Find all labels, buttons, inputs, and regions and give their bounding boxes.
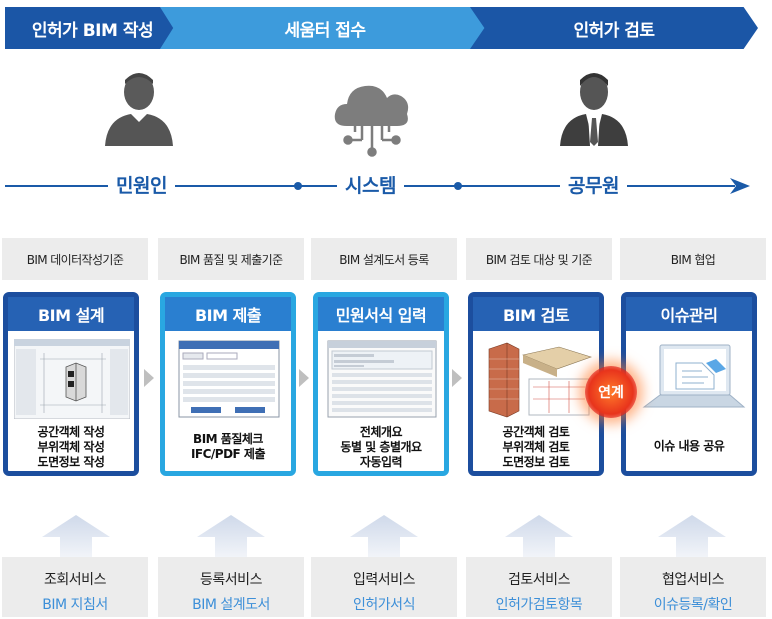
phase-bim-authoring: 인허가 BIM 작성: [5, 7, 180, 49]
service-title: 입력서비스: [353, 572, 415, 588]
process-card-issue-management: 이슈관리 이슈 내용 공유: [621, 292, 757, 476]
up-arrow-icon: [197, 515, 265, 560]
criteria-box: BIM 데이터작성기준: [2, 238, 148, 280]
process-card-bim-submission: BIM 제출 BIM 품질체크 IFC/PDF 제출: [160, 292, 296, 476]
service-title: 조회서비스: [44, 572, 106, 588]
card-title: 민원서식 입력: [318, 297, 444, 331]
actor-civil-petitioner: 민원인: [108, 171, 175, 198]
service-box: 검토서비스 인허가검토항목: [466, 557, 612, 617]
process-card-bim-review: BIM 검토 공간객체 검토 부위객체 검토 도면정보 검토: [468, 292, 604, 476]
phase-label: 인허가 BIM 작성: [31, 20, 154, 41]
card-line: 공간객체 검토: [502, 425, 570, 439]
criteria-box: BIM 품질 및 제출기준: [158, 238, 304, 280]
cloud-icon: [334, 85, 409, 157]
card-line: 도면정보 검토: [502, 455, 570, 469]
criteria-box: BIM 검토 대상 및 기준: [466, 238, 612, 280]
phase-permit-review: 인허가 검토: [470, 7, 758, 49]
criteria-box: BIM 설계도서 등록: [311, 238, 457, 280]
service-subtitle: BIM 지침서: [42, 597, 108, 613]
bim-review-model: [488, 342, 592, 418]
phase-label: 인허가 검토: [573, 20, 655, 41]
laptop-icon: [642, 344, 746, 408]
service-title: 협업서비스: [662, 572, 724, 588]
bim-submission-screenshot: [178, 340, 280, 418]
card-line: 전체개요: [359, 425, 403, 439]
service-box: 조회서비스 BIM 지침서: [2, 557, 148, 617]
card-line: 부위객체 검토: [502, 440, 570, 454]
flow-arrow-icon: [144, 369, 154, 387]
up-arrow-icon: [350, 515, 418, 560]
card-line: 도면정보 작성: [37, 455, 105, 469]
service-box: 입력서비스 인허가서식: [311, 557, 457, 617]
card-title: BIM 검토: [473, 297, 599, 331]
card-title: BIM 제출: [165, 297, 291, 331]
actor-system: 시스템: [337, 171, 404, 198]
card-line: 이슈 내용 공유: [653, 439, 725, 453]
card-line: 공간객체 작성: [37, 425, 105, 439]
card-title: 이슈관리: [626, 297, 752, 331]
link-badge: 연계: [585, 366, 637, 418]
process-card-petition-form: 민원서식 입력 전체개요 동별 및 층별개요 자동입력: [313, 292, 449, 476]
service-title: 등록서비스: [200, 572, 262, 588]
card-title: BIM 설계: [8, 297, 134, 331]
card-line: IFC/PDF 제출: [190, 447, 266, 461]
phase-label: 세움터 접수: [284, 20, 366, 41]
phase-seumter-submission: 세움터 접수: [160, 7, 490, 49]
card-line: BIM 품질체크: [193, 432, 263, 446]
up-arrow-icon: [658, 515, 726, 560]
flow-arrow-icon: [452, 369, 462, 387]
card-line: 동별 및 층별개요: [340, 440, 422, 454]
service-box: 협업서비스 이슈등록/확인: [620, 557, 766, 617]
service-subtitle: BIM 설계도서: [192, 597, 270, 613]
bim-design-screenshot: [14, 339, 130, 419]
official-icon: [560, 73, 628, 146]
card-line: 자동입력: [359, 455, 403, 469]
petition-form-screenshot: [327, 340, 437, 418]
user-icon: [105, 73, 173, 146]
process-card-bim-design: BIM 설계 공간객체 작성 부위객체 작성 도면정보 작성: [3, 292, 139, 476]
service-title: 검토서비스: [508, 572, 570, 588]
actor-official: 공무원: [560, 171, 627, 198]
service-box: 등록서비스 BIM 설계도서: [158, 557, 304, 617]
service-subtitle: 이슈등록/확인: [653, 597, 733, 613]
up-arrow-icon: [505, 515, 573, 560]
service-subtitle: 인허가검토항목: [495, 597, 583, 613]
service-subtitle: 인허가서식: [353, 597, 415, 613]
up-arrow-icon: [42, 515, 110, 560]
card-line: 부위객체 작성: [37, 440, 105, 454]
flow-arrow-icon: [299, 369, 309, 387]
criteria-box: BIM 협업: [620, 238, 766, 280]
